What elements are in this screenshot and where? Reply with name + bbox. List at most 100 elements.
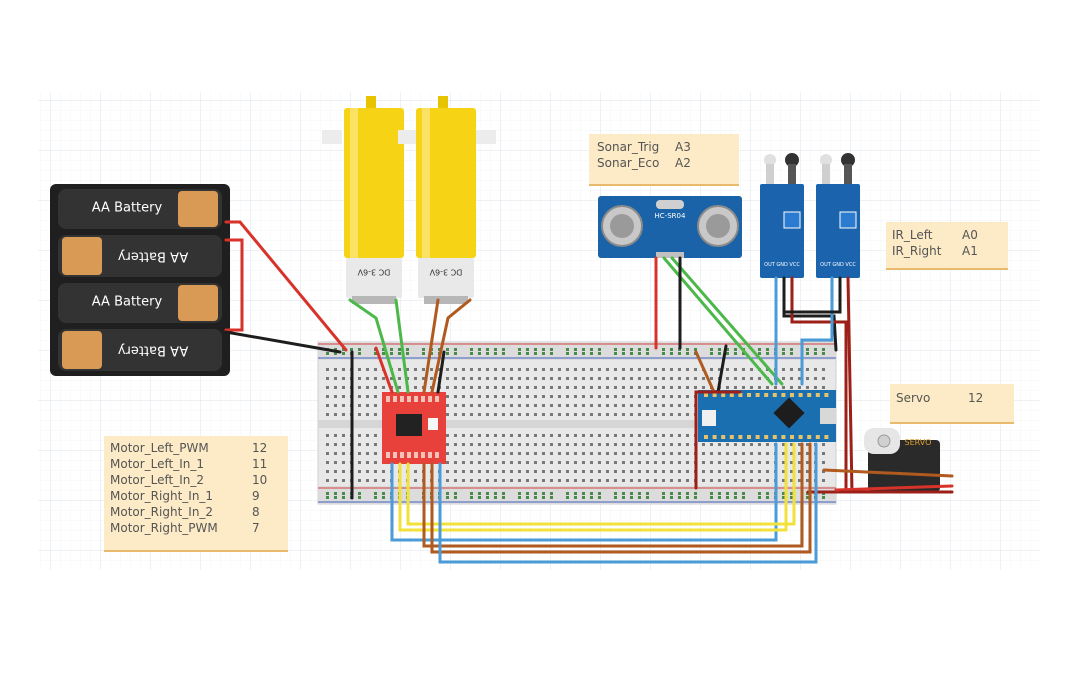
breadboard-hole xyxy=(574,434,577,437)
wire-battery-link xyxy=(224,238,244,332)
breadboard-hole xyxy=(550,470,553,473)
sonar-module: HC-SR04 xyxy=(598,196,742,258)
breadboard-hole xyxy=(726,386,729,389)
breadboard-hole xyxy=(638,434,641,437)
pin-name: IR_Left xyxy=(892,228,933,242)
breadboard-hole xyxy=(582,443,585,446)
breadboard-hole xyxy=(486,470,489,473)
breadboard-hole xyxy=(374,404,377,407)
pin-number: 12 xyxy=(252,441,268,455)
breadboard-hole xyxy=(822,496,825,499)
breadboard-hole xyxy=(454,479,457,482)
breadboard-hole xyxy=(398,348,401,351)
breadboard-hole xyxy=(726,461,729,464)
breadboard-hole xyxy=(630,452,633,455)
breadboard-hole xyxy=(742,492,745,495)
breadboard-hole xyxy=(726,452,729,455)
breadboard-hole xyxy=(542,452,545,455)
breadboard-hole xyxy=(446,352,449,355)
breadboard-hole xyxy=(558,404,561,407)
breadboard-hole xyxy=(774,386,777,389)
breadboard-hole xyxy=(510,434,513,437)
breadboard-hole xyxy=(806,461,809,464)
breadboard-hole xyxy=(566,470,569,473)
breadboard-hole xyxy=(542,386,545,389)
breadboard-hole xyxy=(342,395,345,398)
breadboard-hole xyxy=(334,352,337,355)
breadboard-hole xyxy=(550,413,553,416)
breadboard-hole xyxy=(694,348,697,351)
breadboard-hole xyxy=(598,443,601,446)
breadboard-hole xyxy=(414,377,417,380)
breadboard-hole xyxy=(662,404,665,407)
breadboard-hole xyxy=(486,404,489,407)
breadboard-hole xyxy=(678,395,681,398)
driver-pin xyxy=(386,396,390,402)
breadboard-hole xyxy=(742,352,745,355)
breadboard-hole xyxy=(750,368,753,371)
wire-bus-yellow-2 xyxy=(406,442,796,526)
driver-pin xyxy=(393,396,397,402)
breadboard-hole xyxy=(518,395,521,398)
breadboard-hole xyxy=(582,352,585,355)
breadboard-hole xyxy=(742,452,745,455)
breadboard-hole xyxy=(462,479,465,482)
breadboard-hole xyxy=(342,461,345,464)
breadboard-hole xyxy=(374,386,377,389)
breadboard-hole xyxy=(798,386,801,389)
driver-pin xyxy=(393,452,397,458)
breadboard-hole xyxy=(366,404,369,407)
breadboard-hole xyxy=(630,386,633,389)
breadboard-hole xyxy=(494,461,497,464)
nano-pin xyxy=(798,393,803,397)
breadboard-hole xyxy=(470,368,473,371)
breadboard-hole xyxy=(550,492,553,495)
breadboard-hole xyxy=(678,348,681,351)
breadboard-hole xyxy=(822,461,825,464)
breadboard-hole xyxy=(454,377,457,380)
breadboard-hole xyxy=(662,395,665,398)
breadboard-hole xyxy=(518,479,521,482)
breadboard-hole xyxy=(326,470,329,473)
breadboard-hole xyxy=(398,377,401,380)
nano-pin xyxy=(755,435,760,439)
nano-pin xyxy=(704,393,708,397)
breadboard-hole xyxy=(654,443,657,446)
breadboard-hole xyxy=(582,479,585,482)
breadboard-hole xyxy=(550,452,553,455)
nano-pin xyxy=(712,435,717,439)
breadboard-hole xyxy=(646,348,649,351)
breadboard-hole xyxy=(590,377,593,380)
breadboard-hole xyxy=(798,452,801,455)
breadboard-hole xyxy=(758,470,761,473)
breadboard-hole xyxy=(478,413,481,416)
breadboard-hole xyxy=(358,352,361,355)
breadboard-hole xyxy=(494,386,497,389)
wire-nano-red xyxy=(694,390,742,490)
breadboard-hole xyxy=(414,368,417,371)
breadboard-hole xyxy=(510,386,513,389)
breadboard-hole xyxy=(470,434,473,437)
breadboard-hole xyxy=(630,368,633,371)
breadboard-hole xyxy=(670,452,673,455)
breadboard-hole xyxy=(670,496,673,499)
breadboard-hole xyxy=(342,452,345,455)
breadboard-hole xyxy=(822,443,825,446)
breadboard-hole xyxy=(734,479,737,482)
breadboard-hole xyxy=(790,452,793,455)
breadboard-hole xyxy=(790,377,793,380)
breadboard-hole xyxy=(398,368,401,371)
breadboard-hole xyxy=(758,496,761,499)
nano-pin xyxy=(790,435,794,439)
pin-name: Motor_Left_PWM xyxy=(110,441,209,455)
pin-name: Motor_Right_In_1 xyxy=(110,489,214,503)
breadboard-hole xyxy=(542,492,545,495)
breadboard-hole xyxy=(462,434,465,437)
breadboard-hole xyxy=(678,404,681,407)
breadboard-hole xyxy=(494,479,497,482)
breadboard-hole xyxy=(606,443,609,446)
breadboard-hole xyxy=(558,386,561,389)
